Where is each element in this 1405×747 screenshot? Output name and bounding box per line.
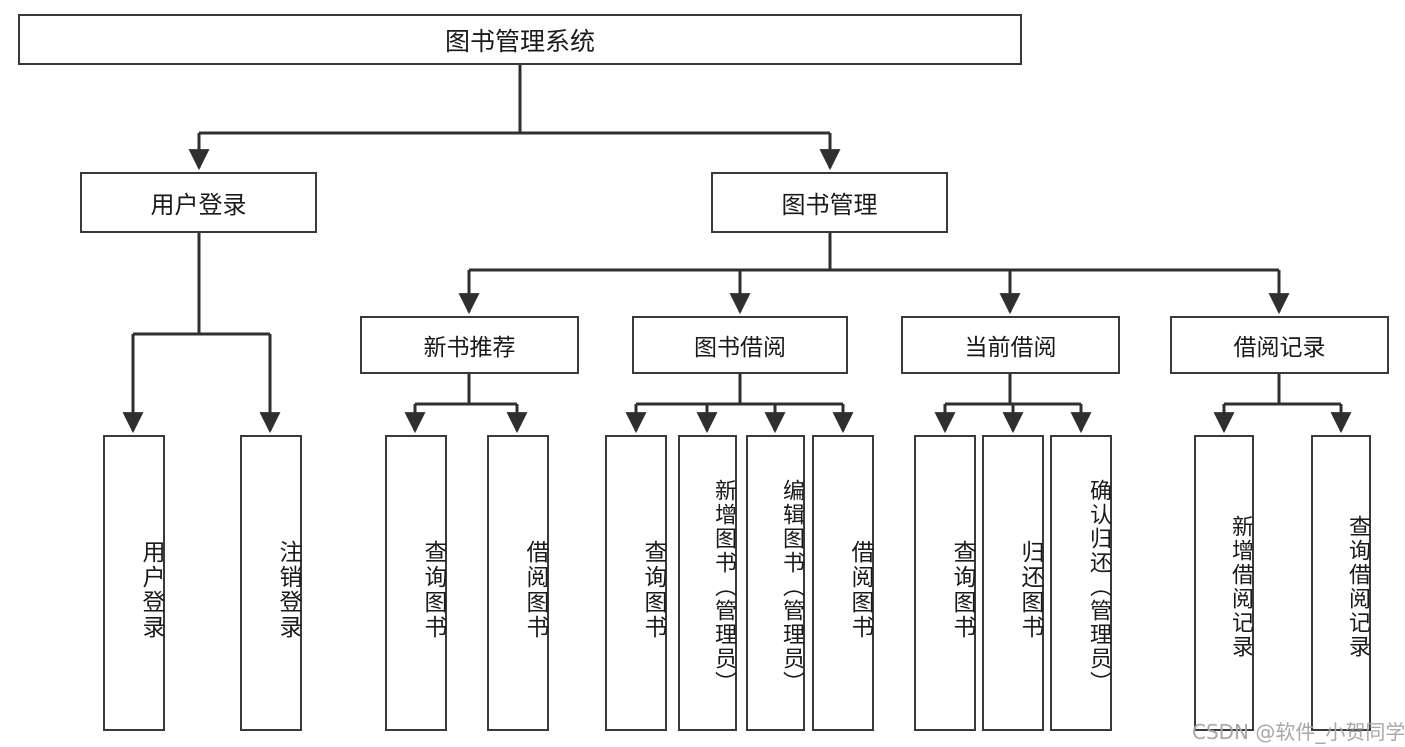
node-book-borrow[interactable]: 图书借阅 [632, 316, 848, 374]
node-label: 注销登录 [275, 540, 301, 640]
leaf-book-borrow-1[interactable]: 新增图书（管理员） [678, 435, 737, 731]
node-label: 查询图书 [949, 540, 975, 640]
leaf-new-book-recommend-1[interactable]: 借阅图书 [487, 435, 549, 731]
node-book-management[interactable]: 图书管理 [711, 172, 948, 233]
node-label: 借阅图书 [522, 540, 548, 640]
node-label: 归还图书 [1017, 540, 1043, 640]
node-label: 编辑图书（管理员） [779, 479, 804, 695]
node-label: 查询图书 [640, 540, 666, 640]
node-root-book-management-system[interactable]: 图书管理系统 [18, 14, 1022, 65]
node-label: 用户登录 [150, 191, 247, 219]
leaf-book-borrow-2[interactable]: 编辑图书（管理员） [746, 435, 805, 731]
leaf-current-borrow-1[interactable]: 归还图书 [982, 435, 1044, 731]
leaf-borrow-record-1[interactable]: 查询借阅记录 [1311, 435, 1371, 731]
leaf-book-borrow-0[interactable]: 查询图书 [605, 435, 667, 731]
leaf-user-login-1[interactable]: 注销登录 [240, 435, 302, 731]
leaf-book-borrow-3[interactable]: 借阅图书 [812, 435, 874, 731]
node-label: 查询图书 [420, 540, 446, 640]
node-label: 新增图书（管理员） [711, 479, 736, 695]
leaf-current-borrow-0[interactable]: 查询图书 [914, 435, 976, 731]
node-label: 图书借阅 [694, 335, 786, 361]
node-user-login[interactable]: 用户登录 [80, 172, 317, 233]
node-label: 新增借阅记录 [1228, 515, 1253, 659]
node-label: 查询借阅记录 [1345, 515, 1370, 659]
node-label: 图书管理 [781, 191, 878, 219]
leaf-user-login-0[interactable]: 用户登录 [103, 435, 165, 731]
node-label: 用户登录 [138, 540, 164, 640]
node-label: 借阅图书 [847, 540, 873, 640]
csdn-watermark: CSDN @软件_小贺同学 [1192, 720, 1405, 744]
node-label: 新书推荐 [423, 335, 516, 361]
node-label: 确认归还（管理员） [1086, 479, 1111, 695]
leaf-new-book-recommend-0[interactable]: 查询图书 [385, 435, 447, 731]
leaf-current-borrow-2[interactable]: 确认归还（管理员） [1050, 435, 1112, 731]
node-borrow-record[interactable]: 借阅记录 [1170, 316, 1389, 374]
node-label: 借阅记录 [1233, 335, 1326, 361]
node-label: 当前借阅 [964, 335, 1057, 361]
node-new-book-recommend[interactable]: 新书推荐 [360, 316, 579, 374]
node-label: 图书管理系统 [444, 26, 595, 56]
node-current-borrow[interactable]: 当前借阅 [901, 316, 1120, 374]
leaf-borrow-record-0[interactable]: 新增借阅记录 [1194, 435, 1254, 731]
